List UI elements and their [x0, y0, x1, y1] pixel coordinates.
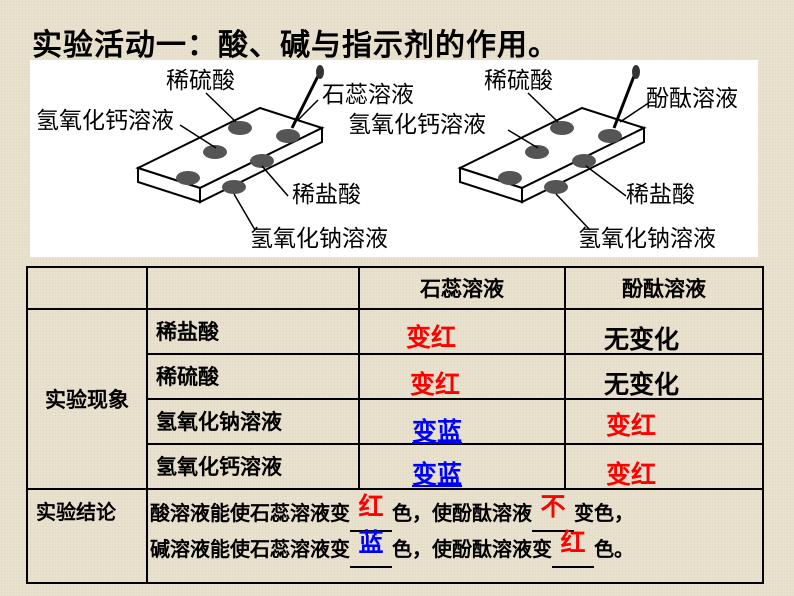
conclusion-text: 酸溶液能使石蕊溶液变 红色，使酚酞溶液 不变色， 碱溶液能使石蕊溶液变 蓝色，使… — [146, 488, 764, 584]
fig-label: 稀硫酸 — [166, 68, 235, 94]
table-header-row: 石蕊溶液 酚酞溶液 — [26, 266, 764, 310]
well — [176, 171, 200, 185]
blank-fill: 蓝 — [350, 528, 392, 568]
phenol-result: 无变化 — [564, 308, 764, 355]
experiment-table: 石蕊溶液 酚酞溶液 实验现象 稀盐酸 变红 无变化 稀硫酸 变红 无变化 氢氧化… — [26, 266, 764, 584]
phenol-result: 变红 — [564, 443, 764, 490]
litmus-result: 变蓝 — [358, 443, 566, 490]
blank-fill: 不 — [532, 492, 574, 532]
well — [525, 145, 549, 159]
fig-label: 稀盐酸 — [626, 182, 695, 208]
fig-label: 稀盐酸 — [292, 182, 361, 208]
table-row: 实验现象 稀盐酸 变红 无变化 — [26, 308, 764, 490]
fig-label: 酚酞溶液 — [646, 86, 738, 112]
group-label: 实验现象 — [26, 308, 148, 490]
well — [250, 154, 274, 168]
row-label: 氢氧化钠溶液 — [146, 398, 360, 445]
header-litmus: 石蕊溶液 — [358, 266, 566, 310]
conclusion-line-1: 酸溶液能使石蕊溶液变 红色，使酚酞溶液 不变色， — [150, 492, 762, 532]
row-label: 稀硫酸 — [146, 353, 360, 400]
blank-fill: 红 — [350, 492, 392, 532]
well — [228, 121, 252, 135]
conclusion-label: 实验结论 — [26, 488, 148, 584]
well — [276, 129, 300, 143]
table-row: 氢氧化钙溶液 变蓝 变红 — [27, 443, 764, 490]
spot-plate-figure: 稀硫酸 石蕊溶液 氢氧化钙溶液 稀盐酸 氢氧化钠溶液 稀硫酸 酚酞溶液 — [30, 60, 758, 257]
conclusion-row: 实验结论 酸溶液能使石蕊溶液变 红色，使酚酞溶液 不变色， 碱溶液能使石蕊溶液变… — [26, 488, 764, 584]
spot-plate-illustration: 稀硫酸 石蕊溶液 氢氧化钙溶液 稀盐酸 氢氧化钠溶液 稀硫酸 酚酞溶液 — [36, 65, 738, 252]
page-title: 实验活动一：酸、碱与指示剂的作用。 — [32, 28, 559, 63]
well — [222, 180, 246, 194]
blank-fill: 红 — [552, 528, 594, 568]
fig-label: 氢氧化钠溶液 — [250, 226, 388, 252]
litmus-result: 变红 — [358, 308, 566, 355]
well — [572, 154, 596, 168]
header-phenolphthalein: 酚酞溶液 — [564, 266, 764, 310]
well — [498, 171, 522, 185]
well — [550, 121, 574, 135]
empty-cell — [146, 266, 360, 310]
well — [544, 180, 568, 194]
conclusion-line-2: 碱溶液能使石蕊溶液变 蓝色，使酚酞溶液变 红色。 — [150, 528, 762, 568]
fig-label: 氢氧化钙溶液 — [36, 108, 174, 134]
phenol-result: 变红 — [564, 398, 764, 445]
fig-label: 石蕊溶液 — [322, 82, 414, 108]
fig-label: 氢氧化钙溶液 — [348, 112, 486, 138]
table-row: 氢氧化钠溶液 变蓝 变红 — [27, 398, 764, 446]
fig-label: 氢氧化钠溶液 — [578, 226, 716, 252]
table-row: 稀硫酸 变红 无变化 — [27, 353, 764, 400]
fig-label: 稀硫酸 — [484, 68, 553, 94]
litmus-result: 变红 — [358, 353, 566, 400]
row-label: 稀盐酸 — [146, 308, 360, 355]
well — [598, 129, 622, 143]
right-spot-plate: 稀硫酸 酚酞溶液 氢氧化钙溶液 稀盐酸 氢氧化钠溶液 — [348, 65, 738, 252]
phenol-result: 无变化 — [564, 353, 764, 400]
left-spot-plate: 稀硫酸 石蕊溶液 氢氧化钙溶液 稀盐酸 氢氧化钠溶液 — [36, 65, 414, 252]
empty-cell — [26, 266, 148, 310]
row-label: 氢氧化钙溶液 — [146, 443, 360, 490]
litmus-result: 变蓝 — [358, 398, 566, 446]
well — [203, 145, 227, 159]
